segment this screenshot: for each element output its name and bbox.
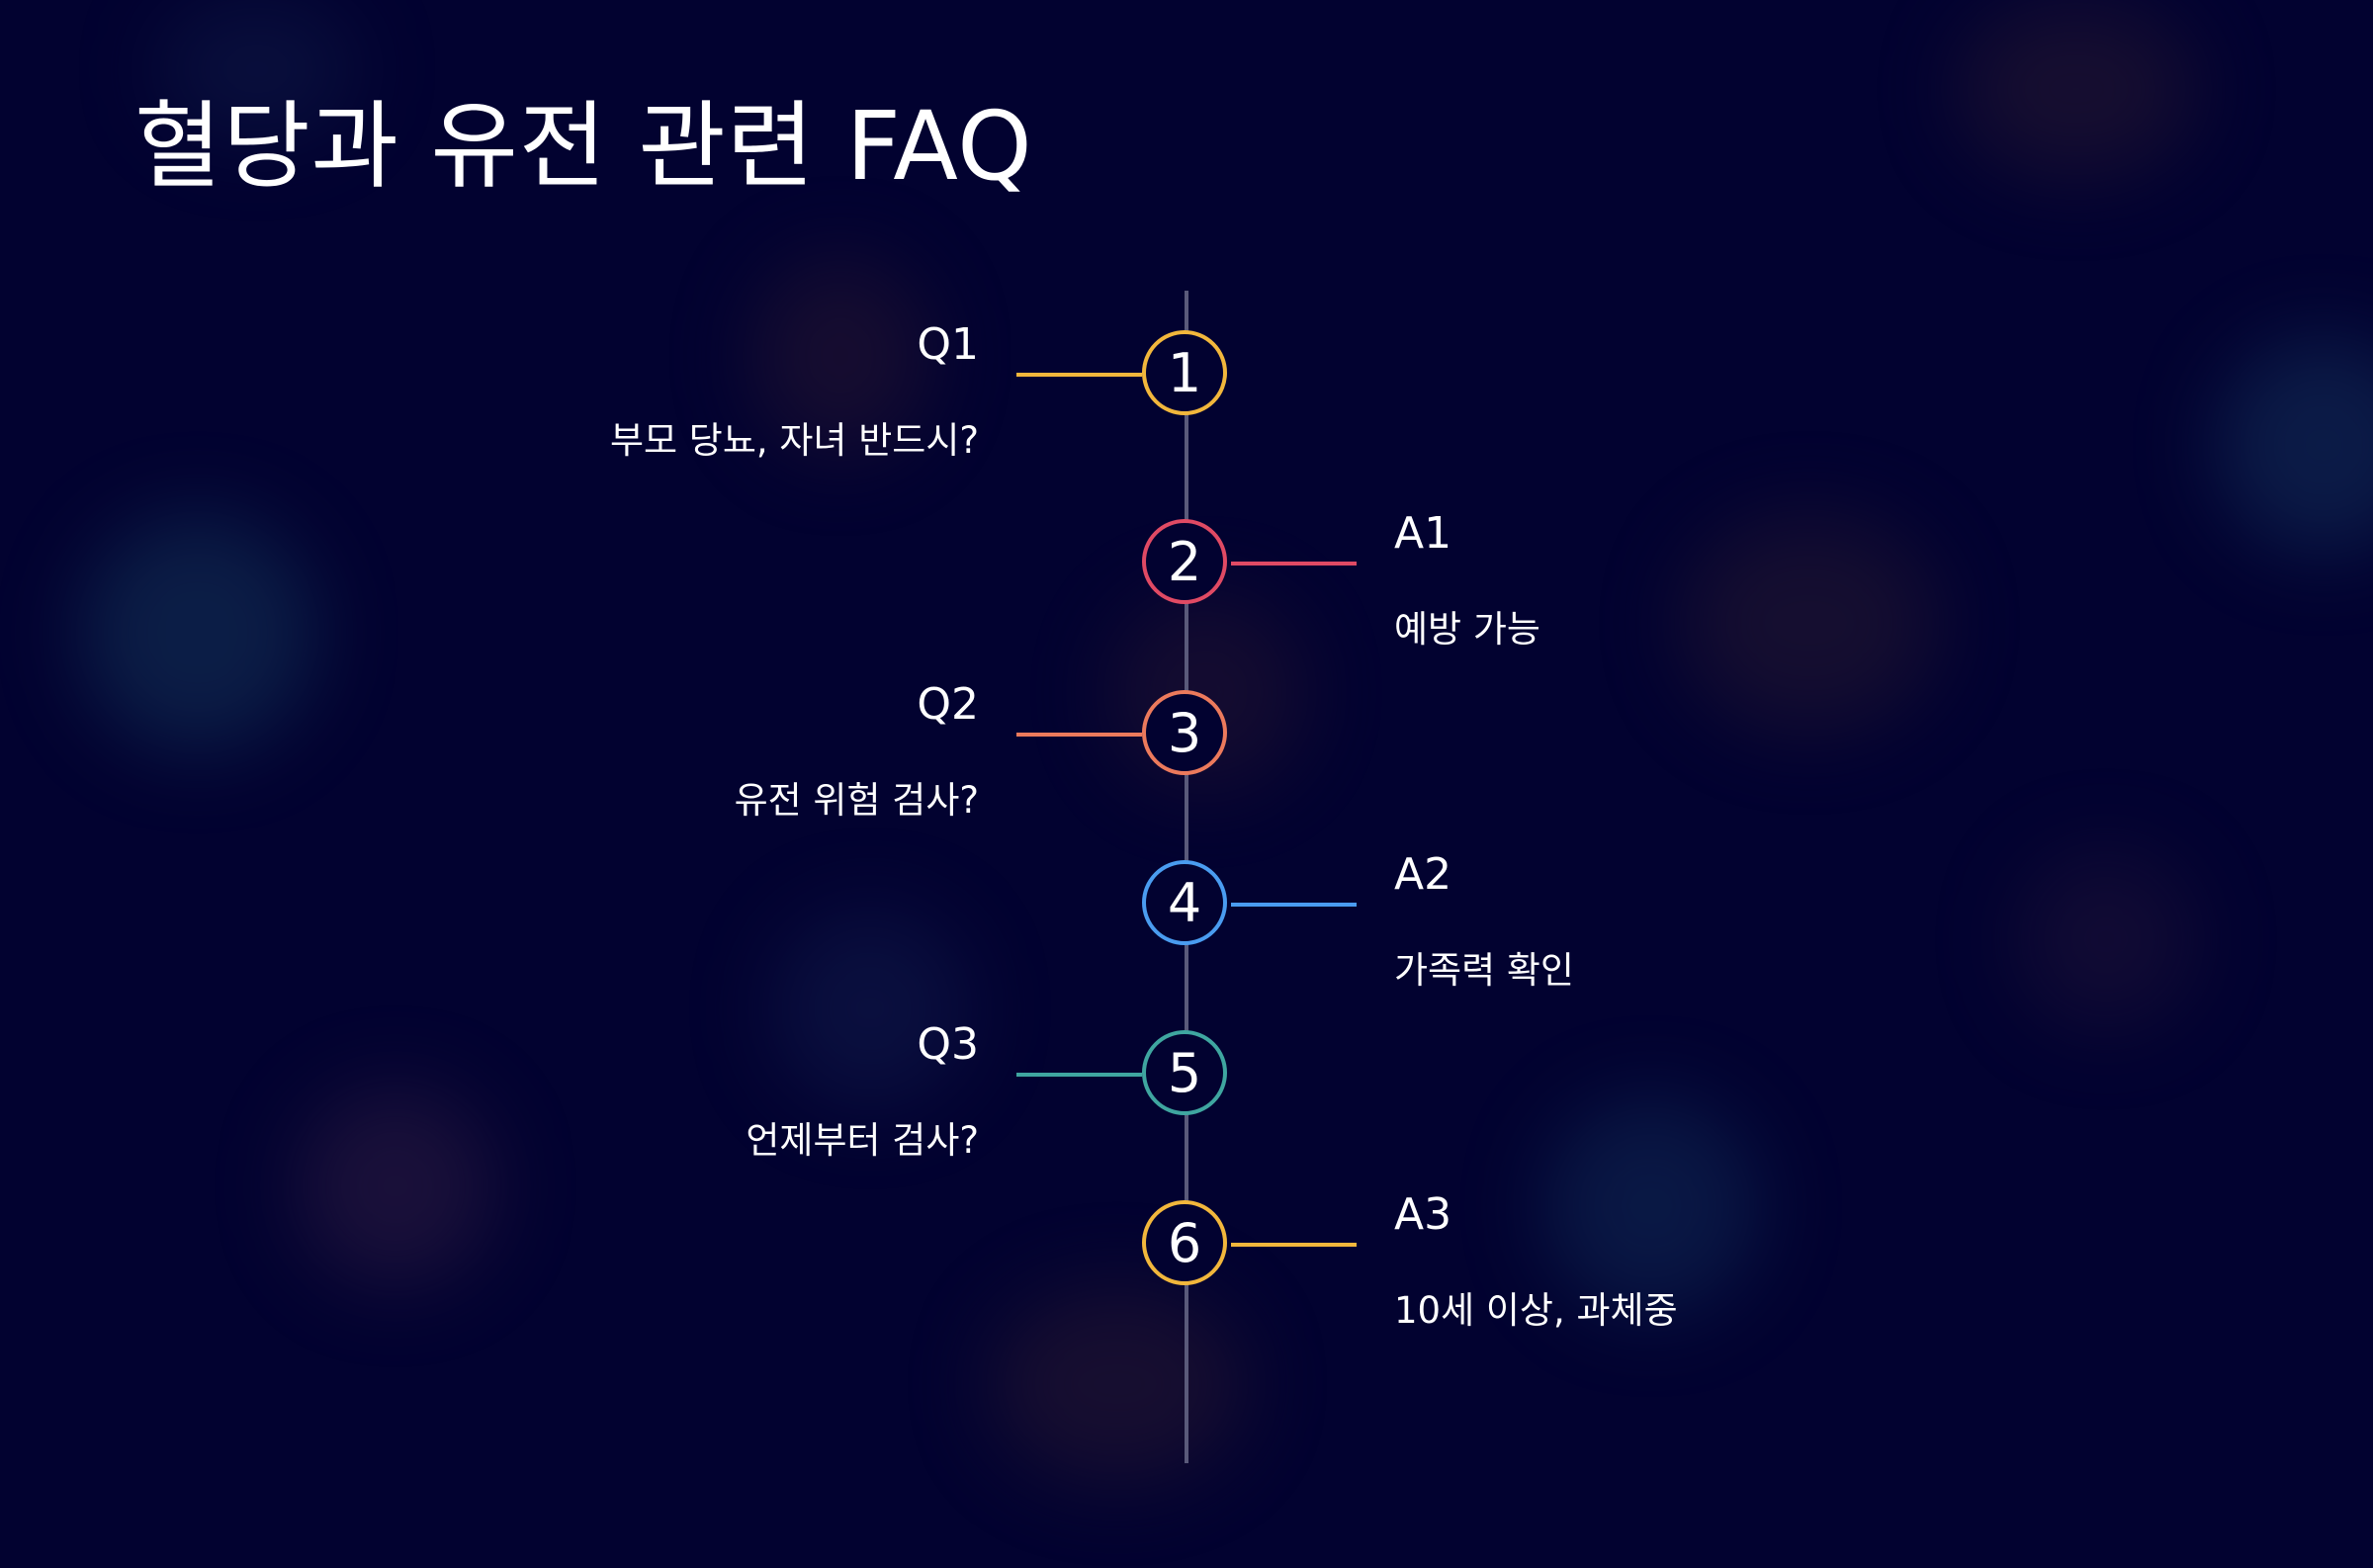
background-glow xyxy=(2017,850,2195,1028)
connector-line xyxy=(1231,1243,1357,1247)
answer-text: 10세 이상, 과체중 xyxy=(1394,1289,1678,1332)
background-glow xyxy=(297,1088,494,1285)
timeline-node-1: 1 xyxy=(1142,330,1227,415)
background-glow xyxy=(1681,514,1938,732)
page-title: 혈당과 유전 관련 FAQ xyxy=(134,91,1033,202)
answer-label: A1 xyxy=(1394,508,1452,559)
timeline-node-5: 5 xyxy=(1142,1030,1227,1115)
timeline-node-2: 2 xyxy=(1142,519,1227,604)
connector-line xyxy=(1231,562,1357,566)
connector-line xyxy=(1016,1073,1142,1077)
timeline-node-3: 3 xyxy=(1142,690,1227,775)
question-label: Q3 xyxy=(917,1019,979,1070)
question-label: Q1 xyxy=(917,319,979,370)
connector-line xyxy=(1016,373,1142,377)
background-glow xyxy=(1958,0,2195,178)
background-glow xyxy=(79,514,316,751)
connector-line xyxy=(1016,733,1142,737)
background-glow xyxy=(2215,336,2373,554)
background-glow xyxy=(771,910,969,1107)
timeline-node-6: 6 xyxy=(1142,1200,1227,1285)
background-glow xyxy=(989,1285,1246,1483)
question-label: Q2 xyxy=(917,679,979,730)
answer-text: 가족력 확인 xyxy=(1394,949,1574,992)
answer-label: A2 xyxy=(1394,849,1452,900)
question-text: 언제부터 검사? xyxy=(746,1119,979,1162)
timeline-node-4: 4 xyxy=(1142,860,1227,945)
question-text: 유전 위험 검사? xyxy=(734,779,979,822)
answer-label: A3 xyxy=(1394,1189,1452,1240)
connector-line xyxy=(1231,903,1357,907)
answer-text: 예방 가능 xyxy=(1394,608,1540,651)
question-text: 부모 당뇨, 자녀 반드시? xyxy=(609,419,979,462)
